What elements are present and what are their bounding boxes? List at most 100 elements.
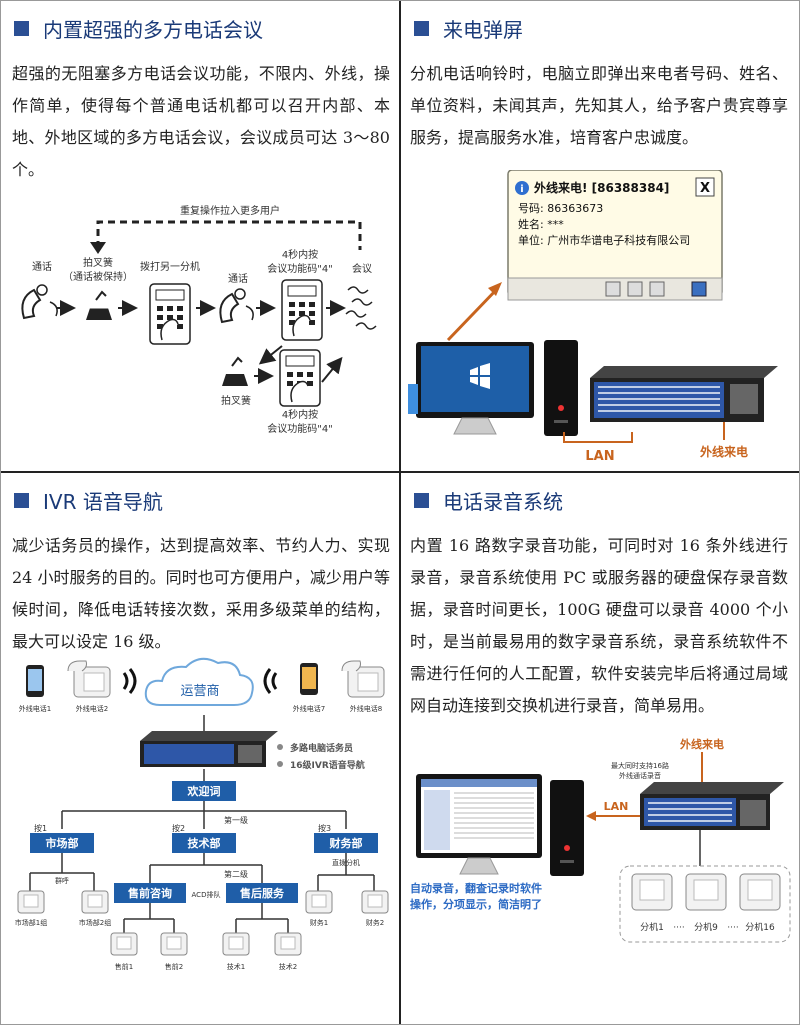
extension-label: 分机9 <box>694 921 718 933</box>
desk-phone-icon <box>361 890 389 914</box>
ivr-tree-diagram: 外线电话1 外线电话2 运营商 外线电 <box>15 657 389 971</box>
acd-label: ACD排队 <box>192 890 221 899</box>
desk-phone-icon <box>81 890 109 914</box>
pbx-icon <box>590 366 778 422</box>
tray-icon[interactable] <box>605 281 621 297</box>
hook-label: 拍叉簧 <box>83 256 113 269</box>
phone-label: 外线电话8 <box>350 704 382 713</box>
meeting-icon <box>345 286 377 330</box>
handset-icon <box>21 284 58 320</box>
extension-dots: ···· <box>673 923 684 933</box>
pc-tower-icon <box>550 780 584 876</box>
monitor-icon <box>416 774 542 875</box>
ivr-title: IVR 语音导航 <box>14 486 163 514</box>
key-label: 按1 <box>34 823 47 833</box>
popup-body: 分机电话响铃时，电脑立即弹出来电者号码、姓名、单位资料，未闻其声，先知其人，给予… <box>410 64 788 147</box>
leaf-label: 技术1 <box>227 962 245 971</box>
flow-arrow-icon <box>321 356 343 383</box>
pointer-arrow-icon <box>446 286 500 342</box>
cloud-icon <box>144 657 254 706</box>
window-number: 号码: 86363673 <box>518 202 603 215</box>
trunk-label: 外线来电 <box>700 444 748 459</box>
branch-label: 技术部 <box>188 836 221 850</box>
conference-diagram: 重复操作拉入更多用户 通话 拍叉簧 （通话被保持） 拨打另一分机 通话 4秒内按… <box>21 204 377 435</box>
subbranch-label: 售后服务 <box>239 886 285 900</box>
grid-divider-horizontal <box>0 471 800 473</box>
welcome-label: 欢迎词 <box>187 784 221 798</box>
hook2-label: 拍叉簧 <box>221 394 251 407</box>
hook-note: （通话被保持） <box>63 270 133 283</box>
flow-arrow-icon <box>258 345 283 365</box>
keypad-phone-icon <box>149 283 191 345</box>
title-square-icon <box>14 492 29 508</box>
desk-phone-icon <box>631 873 673 911</box>
repeat-arrow-icon <box>90 242 106 254</box>
desk-phone-icon <box>160 932 188 956</box>
hook-icon <box>86 290 112 320</box>
dial-label: 拨打另一分机 <box>140 260 200 273</box>
keypad-phone-icon <box>279 349 321 407</box>
conference-section: 内置超强的多方电话会议 超强的无阻塞多方电话会议功能，不限内、外线，操作简单，使… <box>0 0 400 472</box>
monitor-icon <box>408 342 534 435</box>
leaf-label: 售前1 <box>115 962 133 971</box>
title-square-icon <box>414 492 429 508</box>
recording-section: 电话录音系统 内置 16 路数字录音功能，可同时对 16 条外线进行录音，录音系… <box>400 472 800 1025</box>
welcome-node <box>172 781 236 801</box>
branch-node-market <box>30 833 94 853</box>
desk-phone-icon <box>17 890 45 914</box>
trunk-label: 外线来电 <box>679 737 724 751</box>
desk-phone-icon <box>274 932 302 956</box>
keypad-phone-icon <box>281 279 323 341</box>
pc-tower-icon <box>544 340 578 436</box>
key-label: 按2 <box>172 823 185 833</box>
leaf-label: 技术2 <box>279 962 297 971</box>
window-name: 姓名: *** <box>518 217 564 231</box>
handset-icon <box>219 288 254 324</box>
conference-title-text: 内置超强的多方电话会议 <box>43 17 263 42</box>
desk-phone-icon <box>685 873 727 911</box>
signal-icon <box>122 668 137 694</box>
direct-label: 直拨分机 <box>332 858 360 867</box>
window-unit: 单位: 广州市华谱电子科技有限公司 <box>518 233 690 247</box>
desk-phone-icon <box>305 890 333 914</box>
info-icon <box>515 181 529 195</box>
svg-text:i: i <box>520 184 523 195</box>
press2-label: 4秒内按 <box>282 408 318 421</box>
recording-title: 电话录音系统 <box>414 486 563 514</box>
extension-dots: ···· <box>727 923 738 933</box>
feature-label: 多路电脑话务员 <box>290 742 353 754</box>
capacity-note-line1: 最大同时支持16路 <box>611 761 669 770</box>
lan-label: LAN <box>585 449 614 464</box>
desk-phone-icon <box>67 660 111 698</box>
feature-label: 16级IVR语音导航 <box>290 759 365 771</box>
press-label: 4秒内按 <box>282 248 318 261</box>
window-close-button[interactable] <box>695 177 715 197</box>
popup-title: 来电弹屏 <box>414 14 523 42</box>
phone-tray-icon[interactable] <box>691 281 707 297</box>
level1-label: 第一级 <box>224 815 248 825</box>
leaf-label: 售前2 <box>165 962 183 971</box>
call2-label: 通话 <box>228 273 248 285</box>
tray-icon[interactable] <box>649 281 665 297</box>
title-square-icon <box>414 20 429 36</box>
subbranch-node-aftersale <box>226 883 298 903</box>
desk-phone-icon <box>222 932 250 956</box>
conference-title: 内置超强的多方电话会议 <box>14 14 263 42</box>
press2-code: 会议功能码"4" <box>267 422 333 435</box>
repeat-loop-line <box>96 220 362 250</box>
popup-title-text: 来电弹屏 <box>443 17 523 42</box>
recording-title-text: 电话录音系统 <box>443 489 563 514</box>
hook-icon <box>222 356 248 386</box>
branch-label: 市场部 <box>46 836 79 850</box>
signal-icon <box>263 668 278 694</box>
phone-label: 外线电话2 <box>76 704 108 713</box>
help-icon[interactable] <box>627 281 643 297</box>
branch-label: 财务部 <box>329 836 363 850</box>
caption-line2: 操作，分项显示，简洁明了 <box>410 897 542 911</box>
pbx-icon <box>140 731 278 767</box>
ivr-body: 减少话务员的操作，达到提高效率、节约人力、实现24 小时服务的目的。同时也可方便… <box>12 536 390 651</box>
lan-link-line <box>563 432 633 443</box>
ivr-title-text: IVR 语音导航 <box>43 489 163 514</box>
meeting-label: 会议 <box>352 262 372 275</box>
